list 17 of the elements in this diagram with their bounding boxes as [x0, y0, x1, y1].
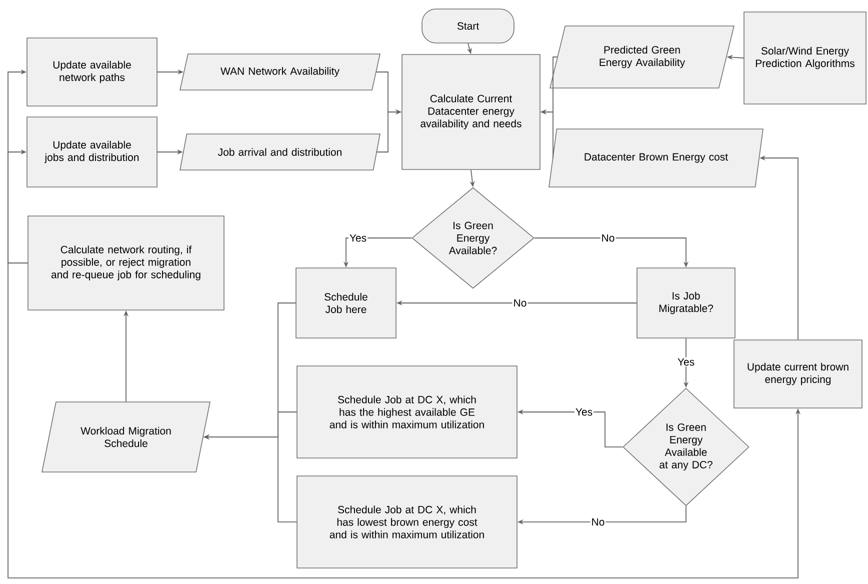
process-box: Calculate network routing, if possible, or reject migration and re-queue job for scheduling [28, 216, 224, 310]
process-box: Schedule Job at DC X, which has lowest brown energy cost and is within maximum utilization [296, 476, 518, 568]
process-box: Update current brown energy pricing [734, 340, 862, 408]
data-parallelogram: Datacenter Brown Energy cost [548, 128, 764, 188]
process-box: Schedule Job here [296, 268, 396, 338]
process-box: Update available jobs and distribution [26, 116, 158, 188]
process-box: Calculate Current Datacenter energy availability and needs [402, 54, 540, 170]
data-parallelogram: Predicted Green Energy Availability [550, 26, 734, 88]
data-parallelogram: WAN Network Availability [180, 54, 380, 90]
process-box: Update available network paths [26, 38, 158, 106]
process-box: Solar/Wind Energy Prediction Algorithms [744, 12, 866, 104]
data-parallelogram: Workload Migration Schedule [42, 402, 210, 472]
arrow [8, 149, 28, 264]
process-box: Is Job Migratable? [636, 268, 736, 338]
process-box: Schedule Job at DC X, which has the highest available GE and is within maximum utilization [296, 366, 518, 458]
start-terminal: Start [422, 8, 514, 44]
data-parallelogram: Job arrival and distribution [180, 134, 380, 170]
